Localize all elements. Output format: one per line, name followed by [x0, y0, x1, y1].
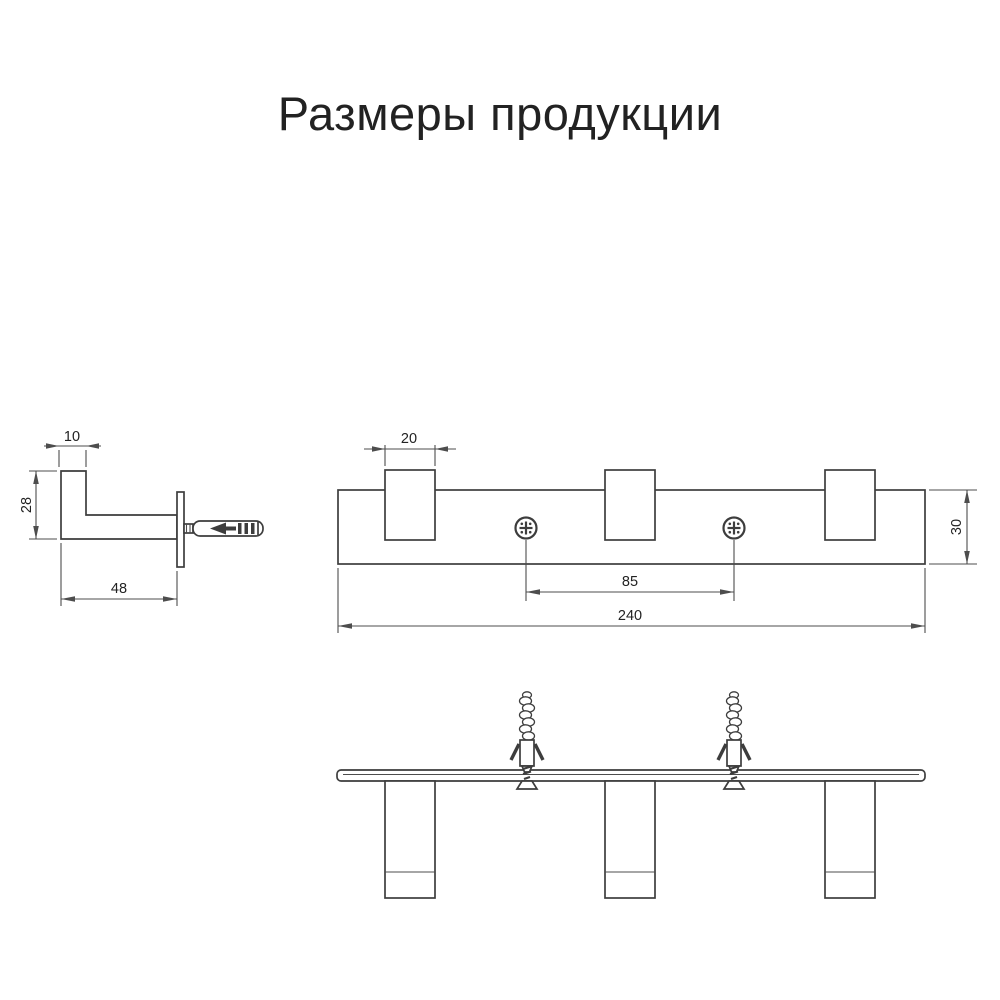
hook-side-view: 10 28 48 [19, 429, 264, 606]
hook-front [604, 469, 656, 541]
dim-depth: 48 [60, 543, 178, 606]
dowel-wing [716, 743, 728, 761]
screw-dot [736, 530, 740, 534]
arrowhead [46, 443, 59, 449]
screw-tip-thread [523, 775, 531, 781]
dim-screw-spacing: 85 [525, 540, 735, 601]
dimension-label: 20 [401, 431, 417, 447]
dim-height: 28 [19, 470, 57, 540]
dimension-label: 28 [19, 497, 35, 513]
dowel-body [726, 739, 742, 767]
dimension-label: 48 [111, 581, 127, 597]
arrowhead [372, 446, 385, 452]
dowel-wing-mark [210, 522, 226, 535]
arrowhead [61, 596, 75, 602]
dowel-wing [509, 743, 521, 761]
wall-anchor-icon [716, 691, 752, 790]
arrowhead [964, 490, 970, 503]
dowel-rib [251, 523, 255, 534]
hook-front [384, 469, 436, 541]
arrowhead [720, 589, 734, 595]
arrowhead [163, 596, 177, 602]
hook-front [824, 469, 876, 541]
phillips-screw-icon [514, 516, 538, 540]
arrowhead [526, 589, 540, 595]
hook-profile [60, 470, 178, 540]
screw-dot [528, 522, 532, 526]
screw-dot [520, 530, 524, 534]
arrowhead [86, 443, 99, 449]
screw-tip-thread [729, 765, 739, 771]
hook-column [604, 780, 656, 899]
hook-column [384, 780, 436, 899]
dimension-label: 85 [622, 574, 638, 590]
wall-anchor-side-icon [183, 520, 264, 537]
arrowhead [435, 446, 448, 452]
wall-plate [176, 491, 185, 568]
dowel-wing-tail [226, 526, 236, 531]
arrowhead [338, 623, 352, 629]
dimension-label: 10 [64, 429, 80, 445]
dowel-wing [740, 743, 752, 761]
dowel-wing [533, 743, 545, 761]
rail-bottom-view [336, 691, 926, 899]
dimension-label: 30 [949, 519, 965, 535]
screw-dot [528, 530, 532, 534]
dimension-label: 240 [618, 608, 642, 624]
screw-coil [728, 731, 743, 741]
dowel-rib [238, 523, 242, 534]
hook-bottom [604, 780, 656, 899]
screw-tip-thread [522, 765, 532, 771]
dowel-rib [244, 523, 248, 534]
arrowhead [33, 471, 39, 484]
dowel-body [519, 739, 535, 767]
hook-bottom [824, 780, 876, 899]
dim-hook-width: 20 [364, 431, 456, 466]
countersunk-head [515, 780, 539, 790]
screw-tip-thread [730, 775, 738, 781]
page-title: Размеры продукции [277, 87, 723, 140]
wall-anchor-icon [509, 691, 545, 790]
dim-rail-height: 30 [929, 489, 977, 565]
hook-column [824, 780, 876, 899]
dim-total-length: 240 [337, 568, 926, 633]
arrowhead [33, 526, 39, 539]
screw-dot [728, 522, 732, 526]
rail-front-view: 20 30 85 240 [337, 431, 977, 633]
phillips-screw-icon [722, 516, 746, 540]
hook-bottom [384, 780, 436, 899]
dim-top-width: 10 [44, 429, 101, 467]
arrowhead [964, 551, 970, 564]
rail-plate [336, 769, 926, 782]
screw-coil [521, 731, 536, 741]
screw-dot [520, 522, 524, 526]
arrowhead [911, 623, 925, 629]
screw-tip-thread [729, 770, 739, 776]
screw-dot [736, 522, 740, 526]
screw-shank [183, 523, 194, 534]
countersunk-head [722, 780, 746, 790]
screw-dot [728, 530, 732, 534]
screw-tip-thread [522, 770, 532, 776]
